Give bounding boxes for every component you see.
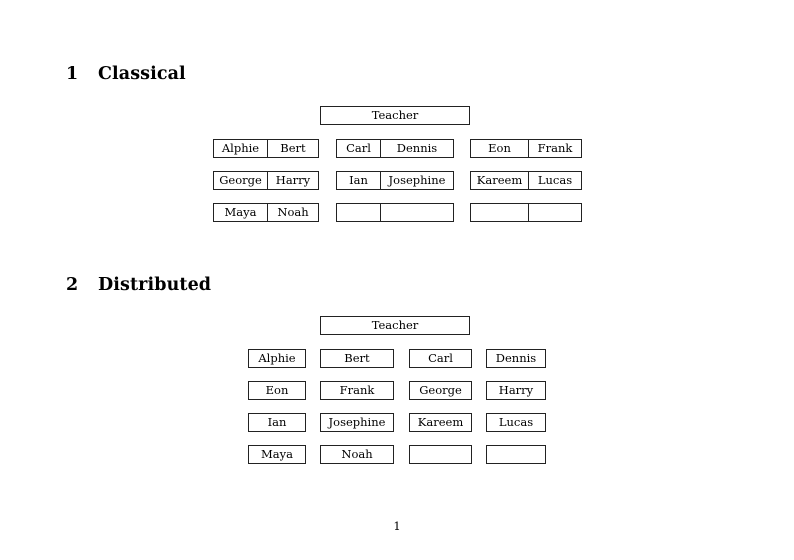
student-cell: Kareem xyxy=(471,172,529,189)
student-cell: Lucas xyxy=(537,173,573,187)
student-group: Kareem Lucas xyxy=(470,171,582,190)
student-cell: Eon xyxy=(471,140,529,157)
student-box-empty xyxy=(409,445,472,464)
section-heading-classical: 1 Classical xyxy=(66,64,186,84)
student-group: Maya Noah xyxy=(213,203,319,222)
student-group: Alphie Bert xyxy=(213,139,319,158)
student-cell: George xyxy=(214,172,268,189)
student-cell-empty xyxy=(381,204,453,221)
student-cell: Harry xyxy=(275,173,311,187)
student-box: Maya xyxy=(248,445,306,464)
student-box: Ian xyxy=(248,413,306,432)
student-box: Josephine xyxy=(320,413,394,432)
student-box: Alphie xyxy=(248,349,306,368)
student-box: Lucas xyxy=(486,413,546,432)
teacher-box-distributed: Teacher xyxy=(320,316,470,335)
student-box: George xyxy=(409,381,472,400)
page-number: 1 xyxy=(393,519,401,533)
student-cell: Maya xyxy=(214,204,268,221)
section-number: 2 xyxy=(66,275,79,295)
teacher-box-classical: Teacher xyxy=(320,106,470,125)
student-cell: Josephine xyxy=(388,173,446,187)
student-box-empty xyxy=(486,445,546,464)
student-box: Kareem xyxy=(409,413,472,432)
student-cell-empty xyxy=(529,204,581,221)
student-box: Eon xyxy=(248,381,306,400)
student-cell: Alphie xyxy=(214,140,268,157)
student-group: Ian Josephine xyxy=(336,171,454,190)
student-cell: Noah xyxy=(277,205,309,219)
student-cell: Dennis xyxy=(396,141,438,155)
student-group-empty xyxy=(470,203,582,222)
student-box: Frank xyxy=(320,381,394,400)
student-box: Dennis xyxy=(486,349,546,368)
student-group-empty xyxy=(336,203,454,222)
student-cell: Frank xyxy=(537,141,573,155)
student-cell: Ian xyxy=(337,172,381,189)
student-cell-empty xyxy=(471,204,529,221)
student-group: Carl Dennis xyxy=(336,139,454,158)
section-title: Distributed xyxy=(98,275,212,295)
section-title: Classical xyxy=(98,64,186,84)
student-group: George Harry xyxy=(213,171,319,190)
student-box: Harry xyxy=(486,381,546,400)
section-number: 1 xyxy=(66,64,79,84)
student-cell-empty xyxy=(337,204,381,221)
student-box: Carl xyxy=(409,349,472,368)
student-cell: Carl xyxy=(337,140,381,157)
student-box: Bert xyxy=(320,349,394,368)
section-heading-distributed: 2 Distributed xyxy=(66,275,211,295)
student-cell: Bert xyxy=(280,141,306,155)
student-group: Eon Frank xyxy=(470,139,582,158)
student-box: Noah xyxy=(320,445,394,464)
